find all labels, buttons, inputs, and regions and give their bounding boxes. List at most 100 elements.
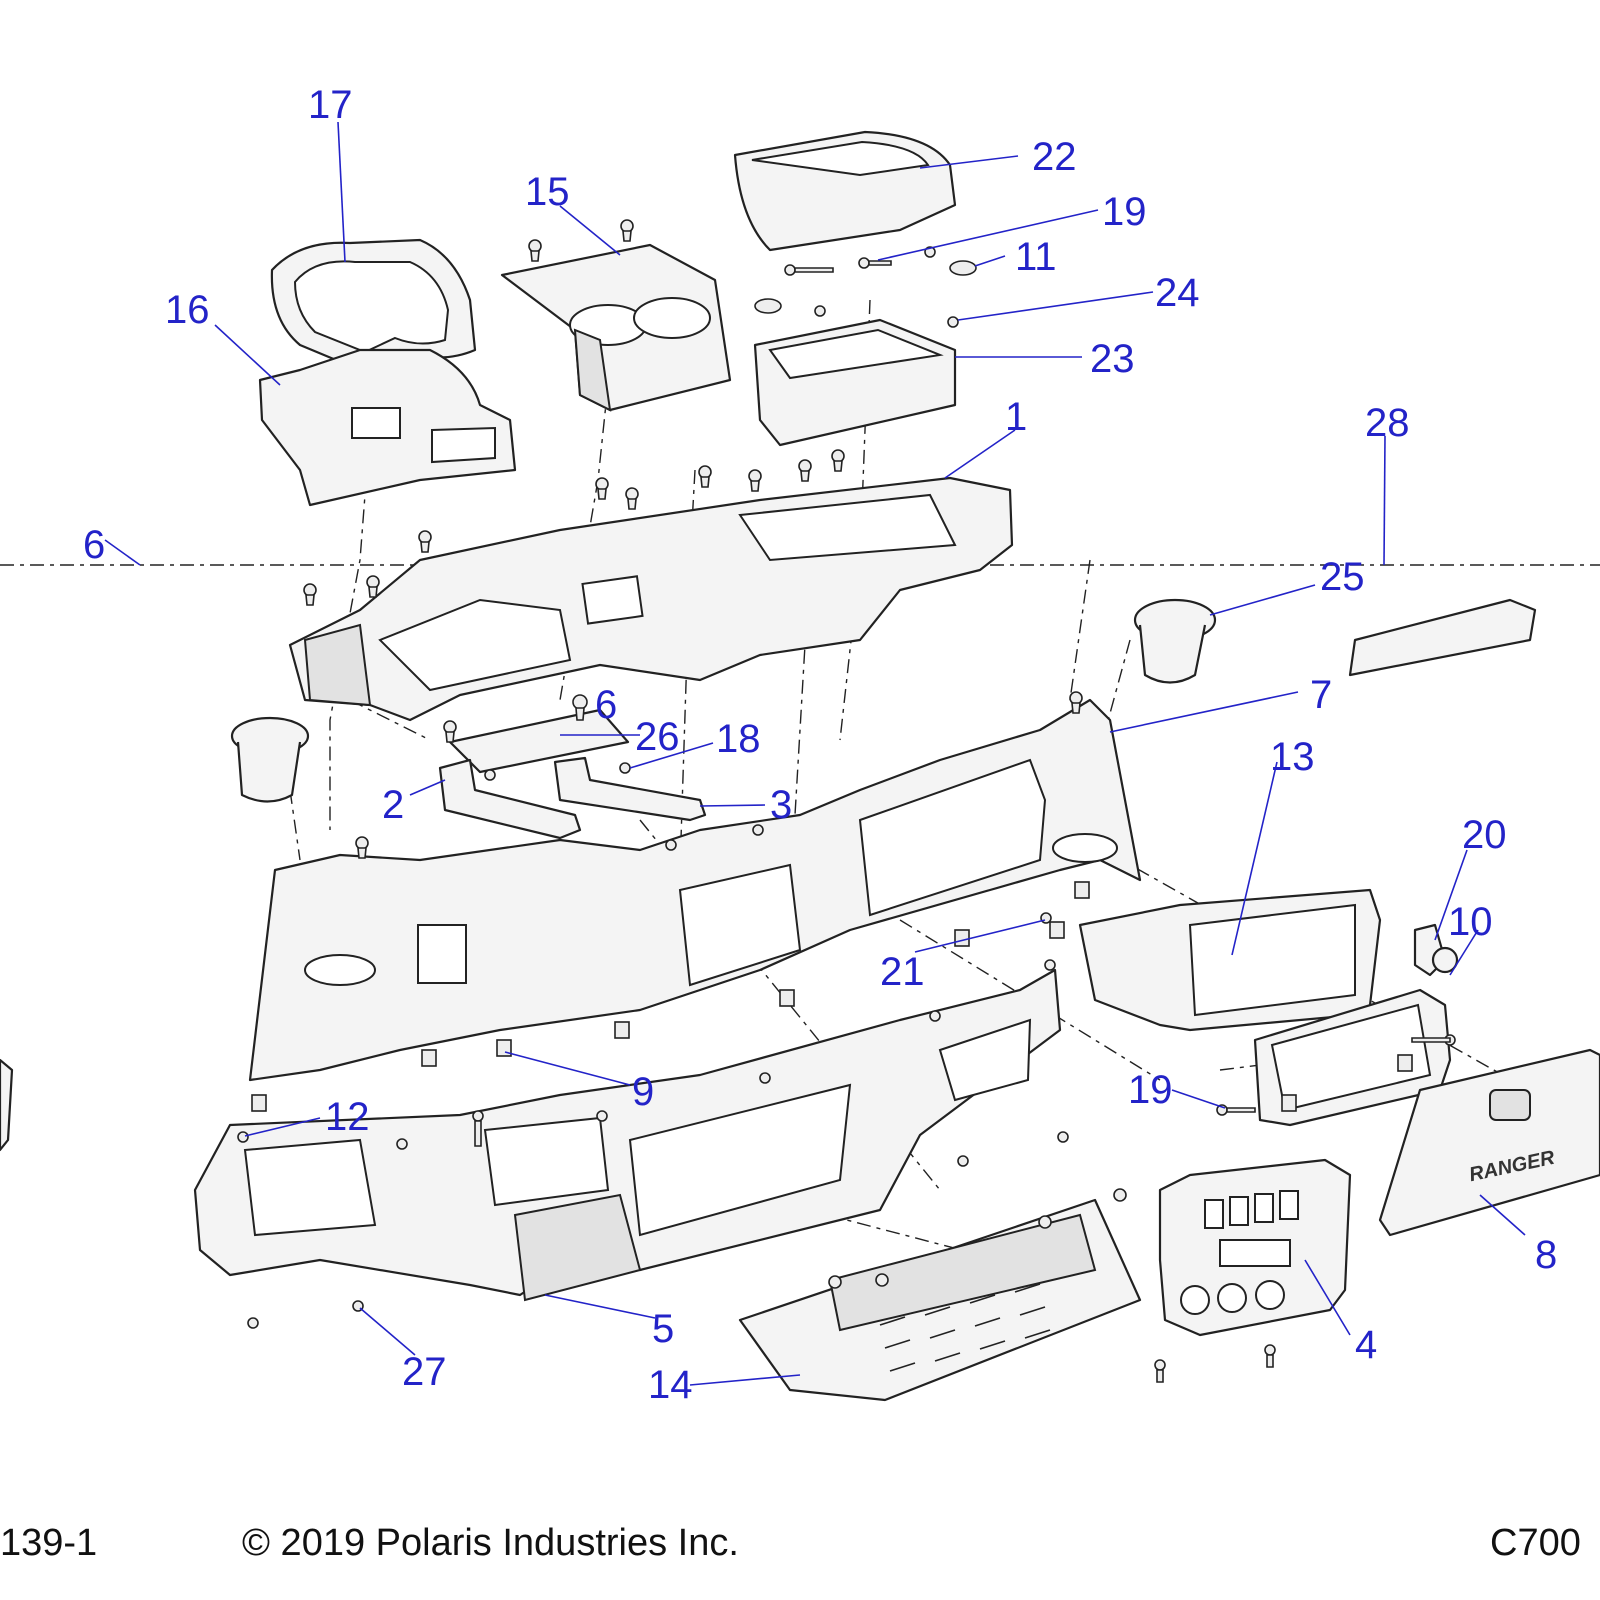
callout-7: 7 (1310, 673, 1332, 717)
callout-22: 22 (1032, 135, 1077, 179)
push-rivet (620, 219, 634, 242)
screw (247, 1317, 259, 1329)
callout-25: 25 (1320, 555, 1365, 599)
callout-10: 10 (1448, 900, 1493, 944)
screw (1057, 1131, 1069, 1143)
cupholder-insert-right (1133, 598, 1217, 684)
callout-23: 23 (1090, 337, 1135, 381)
bracket-right (553, 756, 707, 822)
callout-20: 20 (1462, 813, 1507, 857)
push-rivet (366, 575, 380, 598)
screw (947, 316, 959, 328)
screw (759, 1072, 771, 1084)
callout-9: 9 (632, 1070, 654, 1114)
callout-19-bottom: 19 (1128, 1068, 1173, 1112)
screw (1154, 1359, 1166, 1383)
screw (1264, 1344, 1276, 1368)
screw (814, 305, 826, 317)
callout-12: 12 (325, 1095, 370, 1139)
screw (1038, 1215, 1052, 1229)
screw (396, 1138, 408, 1150)
screw (875, 1273, 889, 1287)
cupholder-insert-left (230, 716, 310, 803)
callout-18: 18 (716, 717, 761, 761)
callout-5: 5 (652, 1307, 674, 1351)
screw (596, 1110, 608, 1122)
screw (484, 769, 496, 781)
clip-nut (1281, 1094, 1297, 1112)
push-rivet (418, 530, 432, 553)
glove-box-lid: RANGER (1378, 1048, 1600, 1237)
clip-nut (1074, 881, 1090, 899)
lower-storage-tray (738, 1198, 1142, 1402)
screw (858, 257, 892, 269)
screw (1113, 1188, 1127, 1202)
push-rivet (572, 694, 588, 721)
callout-4: 4 (1355, 1323, 1377, 1367)
callout-17: 17 (308, 83, 353, 127)
screw (752, 824, 764, 836)
callout-13: 13 (1270, 735, 1315, 779)
partial-side-trim (0, 1058, 14, 1152)
callout-14: 14 (648, 1363, 693, 1407)
callout-26: 26 (635, 715, 680, 759)
push-rivet (303, 583, 317, 606)
screw (929, 1010, 941, 1022)
gauge-bezel (270, 238, 477, 372)
screw (1411, 1034, 1456, 1046)
screw (665, 839, 677, 851)
screw (957, 1155, 969, 1167)
storage-bin (753, 318, 957, 447)
leader-lines (104, 121, 1526, 1386)
push-rivet (748, 469, 762, 492)
callout-3: 3 (770, 783, 792, 827)
screw (237, 1131, 249, 1143)
main-dash-frame (248, 698, 1142, 1082)
clip-nut (251, 1094, 267, 1112)
cupholder-console (500, 243, 732, 412)
switch-slots (1204, 1190, 1299, 1267)
push-rivet (595, 477, 609, 500)
storage-lid (733, 130, 957, 252)
grommet (949, 260, 977, 276)
copyright-notice: © 2019 Polaris Industries Inc. (242, 1522, 739, 1564)
push-rivet (798, 459, 812, 482)
screw (828, 1275, 842, 1289)
upper-dash-panel (288, 476, 1014, 722)
screw (1044, 959, 1056, 971)
clip-nut (954, 929, 970, 947)
figure-id-right: C700 (1490, 1522, 1581, 1564)
callout-28: 28 (1365, 401, 1410, 445)
callout-1: 1 (1005, 395, 1027, 439)
callout-6-center: 6 (595, 683, 617, 727)
screw (619, 762, 631, 774)
callout-11: 11 (1015, 235, 1057, 279)
callout-labels: 1 2 3 4 5 6 6 7 8 9 10 11 12 13 14 15 16… (83, 83, 1557, 1407)
clip-nut (779, 989, 795, 1007)
tray-vent-slots (879, 1283, 1051, 1372)
callout-24: 24 (1155, 271, 1200, 315)
push-rivet (528, 239, 542, 262)
clip-nut (1049, 921, 1065, 939)
screw (472, 1110, 484, 1147)
callout-6-left: 6 (83, 523, 105, 567)
push-rivet (831, 449, 845, 472)
display-frame (1253, 988, 1452, 1127)
push-rivet (625, 487, 639, 510)
clip-nut (1397, 1054, 1413, 1072)
figure-id-left: 139-1 (0, 1522, 98, 1564)
push-rivet (1069, 691, 1083, 714)
screw (1216, 1104, 1256, 1116)
callout-27: 27 (402, 1350, 447, 1394)
callout-15: 15 (525, 170, 570, 214)
callout-8: 8 (1535, 1233, 1557, 1277)
callout-2: 2 (382, 783, 404, 827)
grommet (754, 298, 782, 314)
push-rivet (443, 720, 457, 743)
clip-nut (614, 1021, 630, 1039)
push-rivet (698, 465, 712, 488)
callout-21: 21 (880, 950, 925, 994)
screw (784, 264, 834, 276)
bracket-left (438, 758, 582, 840)
